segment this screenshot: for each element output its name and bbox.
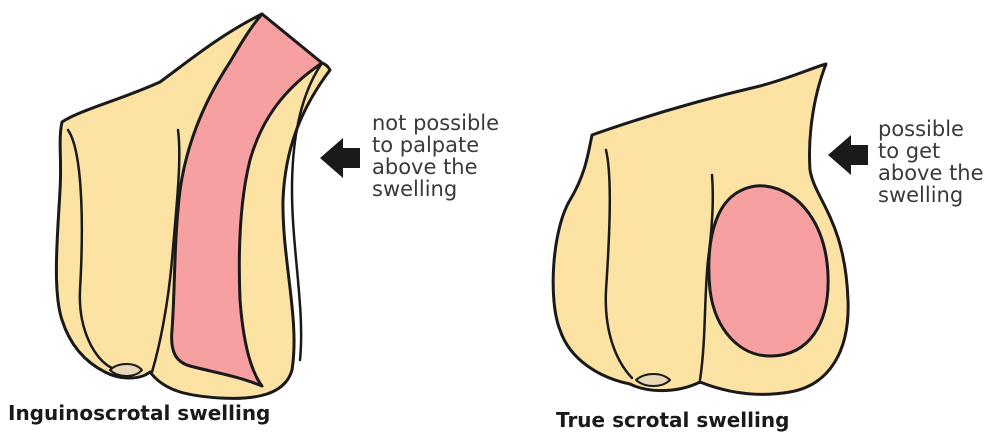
true-scrotal-figure (553, 64, 848, 394)
inguinoscrotal-figure (56, 14, 330, 398)
left-note: not possible to palpate above the swelli… (372, 112, 499, 200)
right-nub (636, 374, 670, 386)
right-caption: True scrotal swelling (556, 408, 789, 432)
left-nub (110, 364, 142, 376)
right-note: possible to get above the swelling (878, 118, 984, 206)
left-caption: Inguinoscrotal swelling (8, 401, 270, 425)
right-arrow-icon (828, 135, 868, 175)
left-arrow-icon (320, 138, 360, 178)
